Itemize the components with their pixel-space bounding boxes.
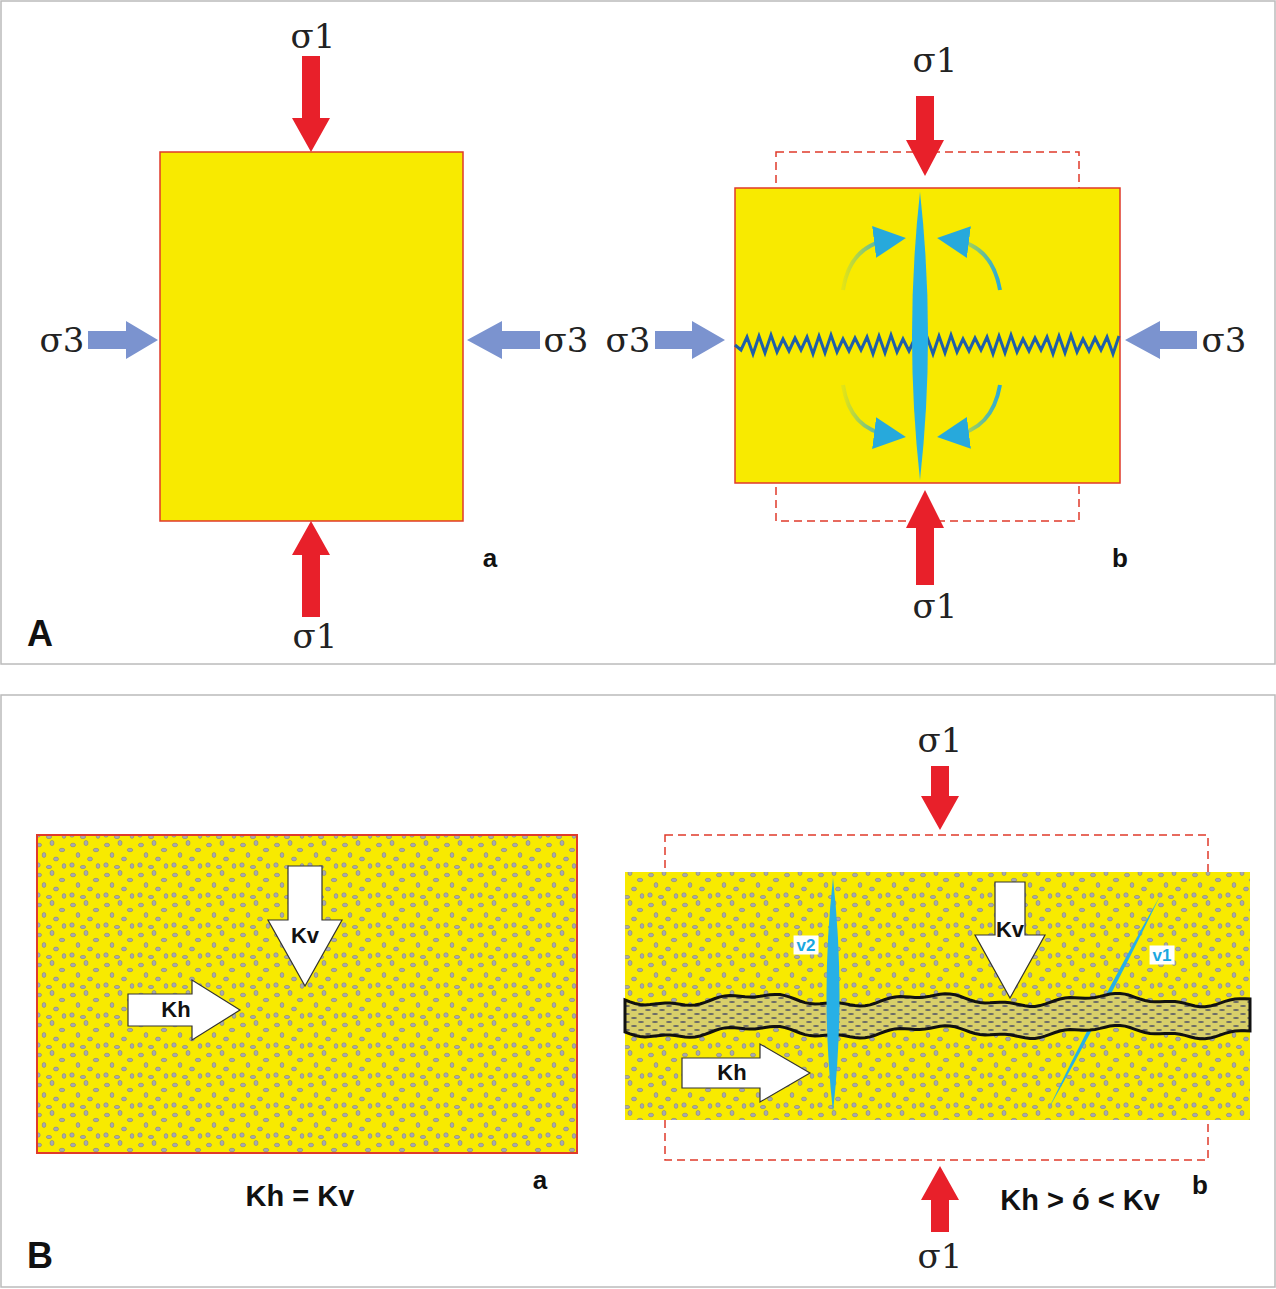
panel-letter: B <box>27 1238 53 1274</box>
permeability-label: Kv <box>996 919 1024 941</box>
permeability-label: Kh <box>161 999 190 1021</box>
subpanel-letter: b <box>1112 545 1128 571</box>
vein-label: v1 <box>1150 946 1175 965</box>
relation-label: Kh > ó < Kv <box>1000 1186 1160 1215</box>
stress-label: σ3 <box>544 323 589 357</box>
stress-label: σ1 <box>913 589 958 623</box>
relation-label: Kh = Kv <box>246 1182 355 1211</box>
permeability-label: Kh <box>717 1062 746 1084</box>
subpanel-letter: b <box>1192 1172 1208 1198</box>
permeability-label: Kv <box>291 925 319 947</box>
subpanel-letter: a <box>483 545 497 571</box>
stress-label: σ3 <box>606 323 651 357</box>
vein-label: v2 <box>794 936 819 955</box>
stress-label: σ1 <box>918 1239 963 1273</box>
stress-label: σ3 <box>1202 323 1247 357</box>
stress-label: σ1 <box>293 619 338 653</box>
stress-label: σ3 <box>40 323 85 357</box>
subpanel-letter: a <box>533 1167 547 1193</box>
stress-label: σ1 <box>291 19 336 53</box>
stress-label: σ1 <box>918 723 963 757</box>
stress-label: σ1 <box>913 43 958 77</box>
panel-letter: A <box>27 616 53 652</box>
